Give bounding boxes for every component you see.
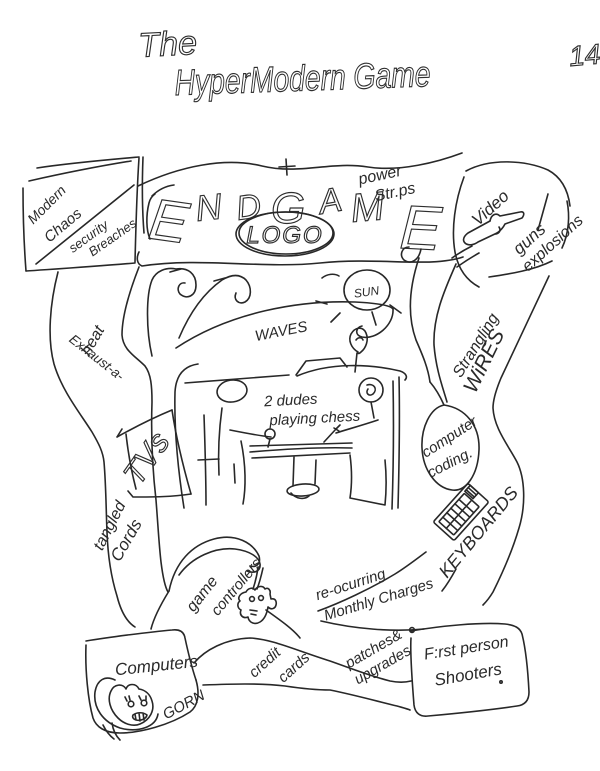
svg-text:Shooters: Shooters (433, 659, 504, 690)
svg-text:D: D (234, 187, 264, 228)
svg-text:playing chess: playing chess (268, 408, 361, 430)
svg-text:N: N (194, 185, 225, 229)
svg-text:Computers: Computers (114, 652, 199, 680)
svg-text:2 dudes: 2 dudes (263, 391, 319, 411)
svg-text:A: A (314, 181, 345, 223)
svg-text:TVs: TVs (116, 425, 176, 490)
svg-text:KEYBOARDS: KEYBOARDS (435, 483, 522, 582)
svg-text:G: G (271, 184, 305, 233)
svg-text:WAVES: WAVES (253, 318, 308, 345)
svg-text:SUN: SUN (353, 283, 380, 300)
svg-text:LOGO: LOGO (246, 222, 323, 249)
svg-text:The: The (137, 24, 198, 65)
svg-text:14.5: 14.5 (568, 36, 600, 72)
svg-text:GORN: GORN (160, 687, 208, 723)
svg-text:HyperModern Game: HyperModern Game (174, 53, 431, 103)
svg-text:E: E (398, 193, 444, 264)
svg-text:M: M (349, 184, 387, 231)
